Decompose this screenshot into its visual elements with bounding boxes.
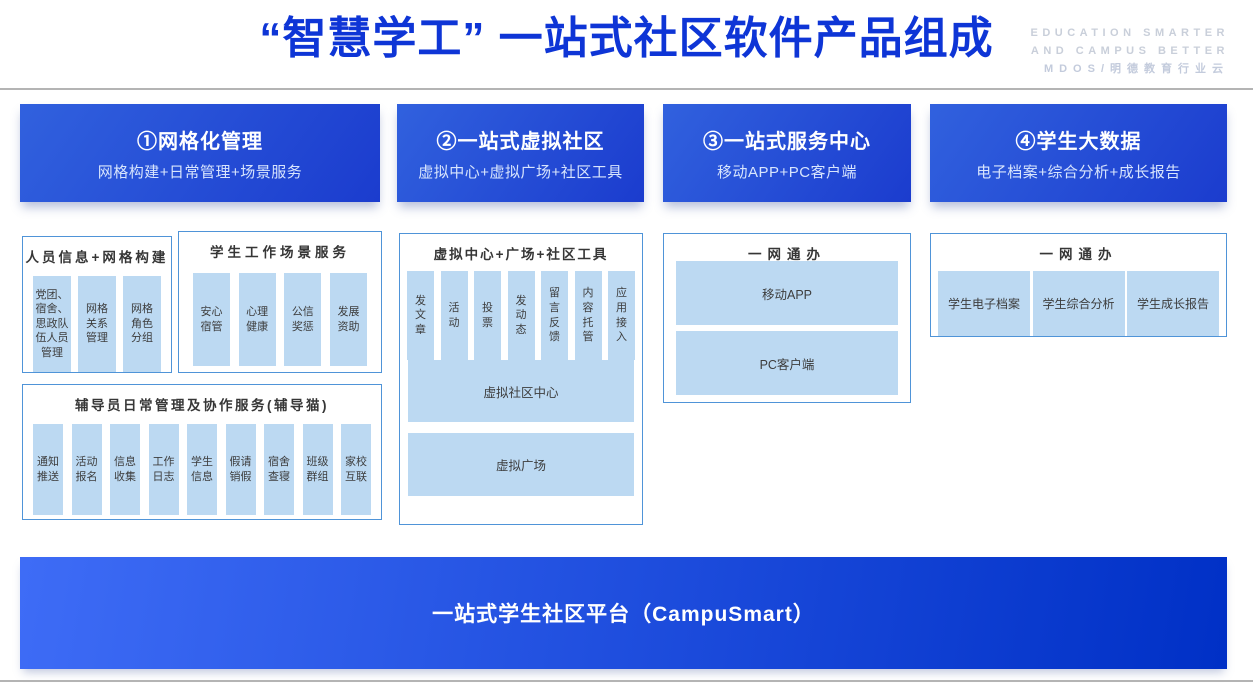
item-activity-signup: 活动 报名 — [71, 424, 102, 515]
platform-label: 一站式学生社区平台（CampuSmart） — [432, 603, 815, 626]
item-work-log: 工作 日志 — [148, 424, 179, 515]
cell-student-analysis: 学生综合分析 — [1032, 271, 1125, 336]
section-scene-services: 学生工作场景服务 安心 宿管 心理 健康 公信 奖惩 发展 资助 — [178, 231, 382, 373]
tool-post-article: 发 文 章 — [407, 271, 434, 360]
header-divider — [0, 88, 1253, 90]
pillar-grid-management: ①网格化管理 网格构建+日常管理+场景服务 — [20, 104, 380, 202]
pillar-subtitle: 移动APP+PC客户端 — [716, 163, 858, 181]
section-personnel-grid: 人员信息+网格构建 党团、 宿舍、 思政队 伍人员 管理 网格 关系 管理 网格… — [22, 236, 172, 373]
item-home-school: 家校 互联 — [341, 424, 371, 515]
pillar-subtitle: 虚拟中心+虚拟广场+社区工具 — [418, 163, 623, 181]
platform-banner: 一站式学生社区平台（CampuSmart） — [20, 557, 1227, 669]
tool-activity: 活 动 — [440, 271, 468, 360]
item-grid-role: 网格 角色 分组 — [123, 276, 161, 372]
cell-student-earchive: 学生电子档案 — [938, 271, 1030, 336]
item-info-collect: 信息 收集 — [110, 424, 140, 515]
pillar-title: ③一站式服务中心 — [703, 130, 871, 153]
section-counselor-services: 辅导员日常管理及协作服务(辅导猫) 通知 推送 活动 报名 信息 收集 工作 日… — [22, 384, 382, 520]
section-title: 辅导员日常管理及协作服务(辅导猫) — [75, 398, 329, 413]
section-title: 一网通办 — [1039, 247, 1118, 262]
brand-tagline: EDUCATION SMARTER AND CAMPUS BETTER MDOS… — [1030, 24, 1229, 78]
pillar-title: ④学生大数据 — [1015, 130, 1142, 153]
item-leave-cancel: 假请 销假 — [225, 424, 256, 515]
pillar-subtitle: 网格构建+日常管理+场景服务 — [97, 163, 303, 181]
section-title: 学生工作场景服务 — [210, 245, 350, 260]
item-student-info: 学生 信息 — [187, 424, 217, 515]
tagline-line-2: AND CAMPUS BETTER — [1030, 45, 1229, 57]
item-dorm-check: 宿舍 查寝 — [264, 424, 294, 515]
item-grid-relation: 网格 关系 管理 — [78, 276, 116, 372]
section-one-net-service: 一网通办 移动APP PC客户端 — [663, 233, 911, 403]
section-title: 虚拟中心+广场+社区工具 — [433, 247, 609, 262]
pillar-student-bigdata: ④学生大数据 电子档案+综合分析+成长报告 — [930, 104, 1227, 202]
item-notice-push: 通知 推送 — [33, 424, 63, 515]
item-group: 通知 推送 活动 报名 信息 收集 工作 日志 学生 信息 假请 销假 宿舍 查… — [23, 414, 381, 515]
item-class-group: 班级 群组 — [302, 424, 333, 515]
section-title: 一网通办 — [748, 247, 826, 262]
tool-vote: 投 票 — [474, 271, 501, 360]
pillar-subtitle: 电子档案+综合分析+成长报告 — [976, 163, 1181, 181]
item-credit-reward: 公信 奖惩 — [284, 273, 322, 366]
bar-pc-client: PC客户端 — [676, 331, 898, 395]
pillar-virtual-community: ②一站式虚拟社区 虚拟中心+虚拟广场+社区工具 — [397, 104, 644, 202]
section-title: 人员信息+网格构建 — [25, 250, 169, 265]
tool-feedback: 留 言 反 馈 — [541, 271, 568, 360]
pillar-title: ②一站式虚拟社区 — [436, 130, 605, 153]
item-party-dorm-personnel: 党团、 宿舍、 思政队 伍人员 管理 — [33, 276, 71, 372]
tagline-line-3: MDOS/明德教育行业云 — [1043, 63, 1229, 75]
tool-content-hosting: 内 容 托 管 — [574, 271, 602, 360]
item-mental-health: 心理 健康 — [238, 273, 276, 366]
section-virtual-tools: 虚拟中心+广场+社区工具 发 文 章 活 动 投 票 发 动 态 留 言 反 馈… — [399, 233, 643, 525]
item-group: 党团、 宿舍、 思政队 伍人员 管理 网格 关系 管理 网格 角色 分组 — [23, 266, 171, 372]
tool-app-access: 应 用 接 入 — [608, 271, 635, 360]
tagline-line-1: EDUCATION SMARTER — [1030, 27, 1229, 39]
item-dorm-care: 安心 宿管 — [193, 273, 230, 366]
tool-post-status: 发 动 态 — [507, 271, 535, 360]
bar-virtual-community-center: 虚拟社区中心 — [408, 360, 634, 422]
item-development-aid: 发展 资助 — [329, 273, 367, 366]
section-one-net-bigdata: 一网通办 学生电子档案 学生综合分析 学生成长报告 — [930, 233, 1227, 337]
item-group: 发 文 章 活 动 投 票 发 动 态 留 言 反 馈 内 容 托 管 应 用 … — [400, 263, 642, 360]
pillar-title: ①网格化管理 — [137, 130, 263, 153]
cell-student-growth-report: 学生成长报告 — [1127, 271, 1219, 336]
bar-mobile-app: 移动APP — [676, 261, 898, 325]
page-title: “智慧学工” 一站式社区软件产品组成 — [259, 14, 994, 63]
footer-divider — [0, 680, 1253, 682]
bar-virtual-plaza: 虚拟广场 — [408, 433, 634, 496]
item-group: 学生电子档案 学生综合分析 学生成长报告 — [931, 263, 1226, 336]
pillar-service-center: ③一站式服务中心 移动APP+PC客户端 — [663, 104, 911, 202]
item-group: 安心 宿管 心理 健康 公信 奖惩 发展 资助 — [179, 261, 381, 366]
